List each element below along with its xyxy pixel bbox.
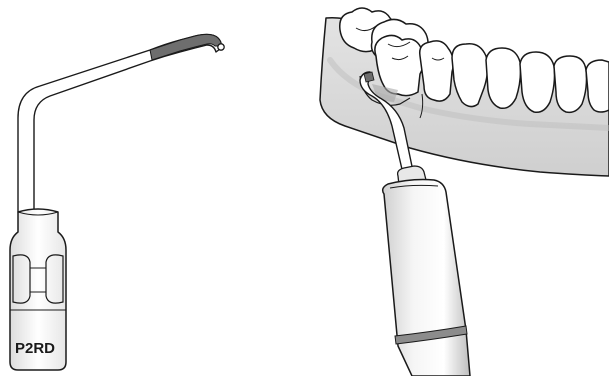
tip-shaft	[18, 34, 221, 212]
premolar-2	[420, 41, 454, 101]
tooth-incisor-lateral	[486, 48, 521, 108]
scaler-tip: P2RD	[10, 34, 224, 370]
tooth-incisor-3	[586, 60, 609, 112]
handpiece-body	[383, 180, 470, 376]
tip-end	[218, 44, 224, 50]
tip-model-label: P2RD	[15, 340, 55, 357]
tip-coating	[150, 34, 221, 60]
tooth-incisor-2	[554, 56, 587, 112]
jaw-scene	[320, 8, 609, 176]
tooth-incisor-central	[520, 52, 555, 112]
